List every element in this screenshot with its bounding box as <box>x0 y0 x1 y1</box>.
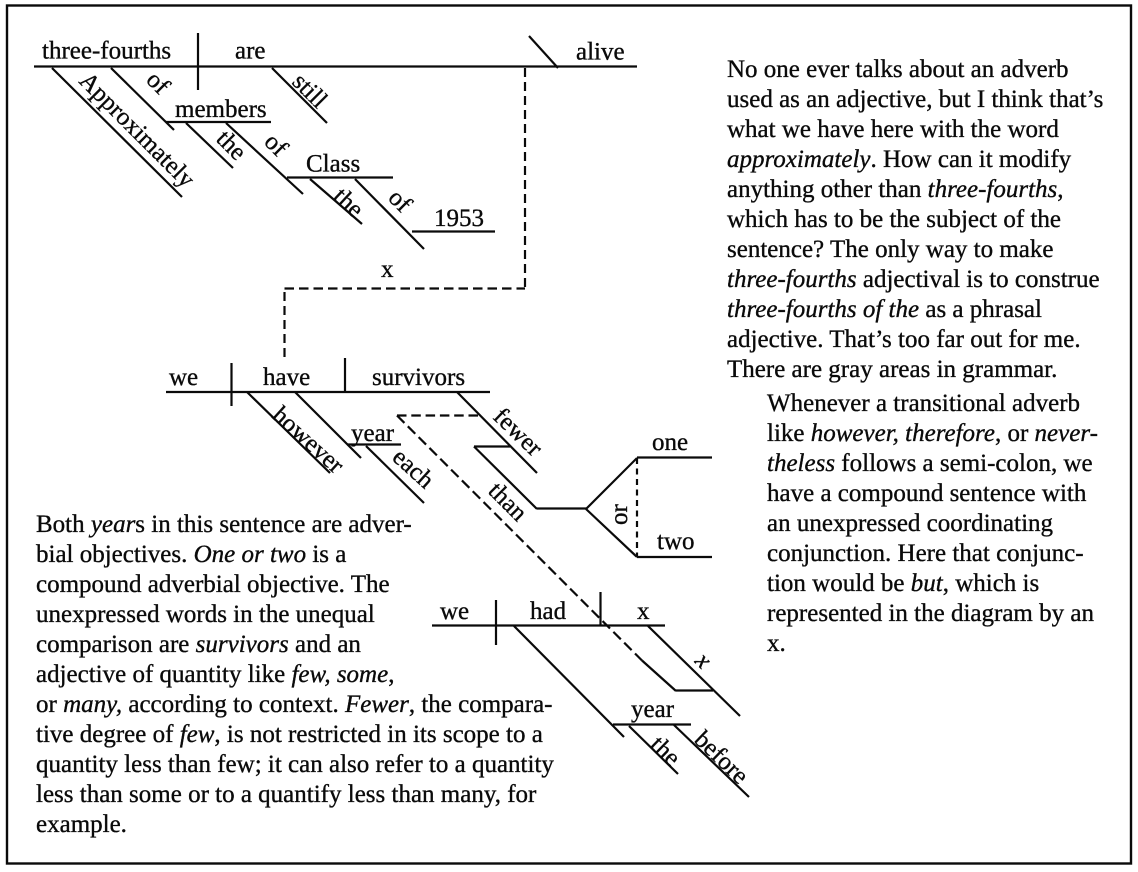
svg-text:year: year <box>351 420 395 447</box>
svg-text:are: are <box>235 38 266 65</box>
svg-text:still: still <box>287 68 333 114</box>
svg-text:three-fourths: three-fourths <box>42 38 171 65</box>
svg-text:year: year <box>631 696 675 723</box>
svg-text:or: or <box>606 504 633 526</box>
svg-text:alive: alive <box>576 39 625 66</box>
svg-text:have: have <box>263 364 310 391</box>
svg-text:x: x <box>381 256 394 283</box>
svg-text:than: than <box>483 477 533 527</box>
svg-text:however: however <box>267 401 350 479</box>
svg-text:one: one <box>652 429 688 456</box>
svg-text:two: two <box>657 528 695 555</box>
svg-text:had: had <box>530 598 567 625</box>
svg-text:before: before <box>689 726 754 790</box>
svg-text:we: we <box>440 598 469 625</box>
svg-text:we: we <box>169 364 198 391</box>
svg-text:survivors: survivors <box>372 364 465 391</box>
svg-text:Class: Class <box>306 151 360 178</box>
svg-text:Approximately: Approximately <box>74 67 200 193</box>
svg-text:members: members <box>175 96 267 123</box>
svg-text:of: of <box>141 66 175 100</box>
svg-text:x: x <box>637 598 650 625</box>
svg-text:the: the <box>328 183 369 224</box>
svg-text:1953: 1953 <box>434 205 484 232</box>
svg-text:the: the <box>645 731 686 772</box>
svg-text:the: the <box>211 125 252 166</box>
